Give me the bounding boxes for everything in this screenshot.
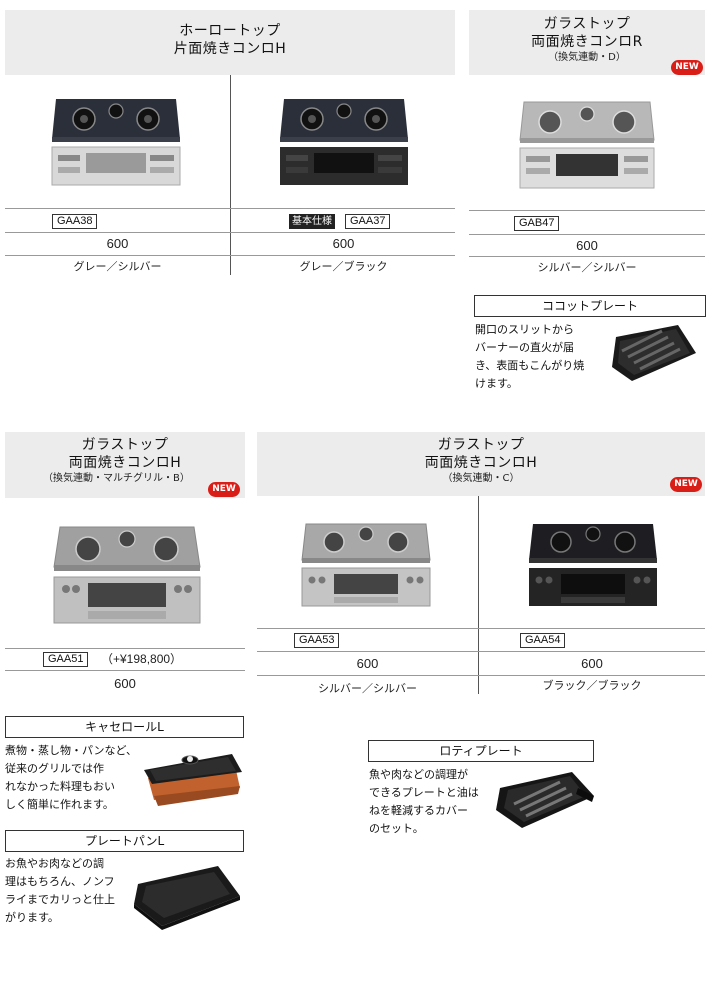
standard-spec-badge: 基本仕様	[289, 214, 335, 229]
model-code-gaa37: GAA37	[345, 214, 391, 229]
enamel-row-line-2	[5, 232, 455, 233]
plate-pan-desc-line: ライまでカリっと仕上	[5, 893, 115, 906]
model-code-gab47: GAB47	[514, 216, 560, 231]
stove-image-gaa53	[301, 523, 431, 607]
width-gaa53: 600	[356, 656, 379, 671]
plate-pan-title: プレートパンL	[5, 830, 244, 852]
glass-h-b-new-badge: NEW	[208, 482, 240, 497]
stove-image-gaa37	[280, 99, 408, 185]
casserole-title: キャセロールL	[5, 716, 244, 738]
plate-pan-description: お魚やお肉などの調 理はもちろん、ノンフ ライまでカリっと仕上 がります。	[5, 855, 135, 927]
enamel-title-line2: 片面焼きコンロH	[173, 41, 287, 57]
plate-pan-desc-line: 理はもちろん、ノンフ	[5, 875, 115, 888]
cocotte-plate-image	[612, 325, 696, 381]
width-gaa38: 600	[106, 236, 129, 251]
glass-h-b-title-line2: 両面焼きコンロH	[68, 455, 182, 471]
width-gab47: 600	[576, 238, 598, 253]
stove-image-gaa54	[529, 524, 657, 606]
roti-desc-line: 魚や肉などの調理が	[369, 768, 468, 781]
cocotte-desc-line: 開口のスリットから	[475, 323, 574, 336]
model-code-gaa53: GAA53	[294, 633, 340, 648]
glass-r-new-badge: NEW	[671, 60, 703, 75]
casserole-image	[144, 754, 242, 806]
roti-plate-image	[496, 772, 594, 828]
glass-h-b-header: ガラストップ 両面焼きコンロH （換気連動・マルチグリル・B）	[5, 432, 245, 498]
cocotte-desc-line: き、表面もこんがり焼	[475, 359, 585, 372]
cocotte-plate-title: ココットプレート	[474, 295, 706, 317]
enamel-header: ホーロートップ 片面焼きコンロH	[5, 10, 455, 75]
roti-desc-line: ねを軽減するカバー	[369, 804, 468, 817]
glass-h-c-divider	[478, 496, 479, 694]
roti-plate-title: ロティプレート	[368, 740, 594, 762]
color-gab47: シルバー／シルバー	[537, 261, 637, 274]
cocotte-desc-line: けます。	[475, 377, 518, 390]
glass-h-b-row-line-2	[5, 670, 245, 671]
glass-h-c-title-line2: 両面焼きコンロH	[424, 455, 538, 471]
glass-r-title-line2: 両面焼きコンロR	[531, 34, 643, 50]
cocotte-desc-line: バーナーの直火が届	[475, 341, 574, 354]
roti-desc-line: できるプレートと油は	[369, 786, 479, 799]
model-code-gaa51: GAA51	[43, 652, 89, 667]
enamel-row-line-1	[5, 208, 455, 209]
glass-h-b-subtitle: （換気連動・マルチグリル・B）	[43, 473, 190, 484]
glass-h-b-row-line-1	[5, 648, 245, 649]
plate-pan-desc-line: お魚やお肉などの調	[5, 857, 104, 870]
glass-r-header: ガラストップ 両面焼きコンロR （換気連動・D）	[469, 10, 705, 75]
cocotte-plate-description: 開口のスリットから バーナーの直火が届 き、表面もこんがり焼 けます。	[475, 321, 600, 393]
glass-h-c-row-line-3	[257, 675, 705, 676]
glass-r-subtitle: （換気連動・D）	[548, 52, 626, 63]
stove-image-gaa38	[51, 99, 181, 186]
color-gaa53: シルバー／シルバー	[318, 682, 417, 695]
glass-r-title-line1: ガラストップ	[543, 16, 631, 32]
glass-h-c-row-line-2	[257, 651, 705, 652]
width-gaa37: 600	[332, 236, 355, 251]
stove-image-gaa51	[53, 526, 201, 624]
glass-r-row-line-2	[469, 234, 705, 235]
glass-r-row-line-3	[469, 256, 705, 257]
color-gaa37: グレー／ブラック	[299, 260, 388, 273]
roti-desc-line: のセット。	[369, 822, 424, 835]
enamel-row-line-3	[5, 255, 455, 256]
casserole-desc-line: れなかった料理もおい	[5, 780, 115, 793]
glass-h-b-title-line1: ガラストップ	[81, 437, 169, 453]
glass-h-c-title-line1: ガラストップ	[437, 437, 525, 453]
width-gaa51: 600	[114, 676, 136, 691]
width-gaa54: 600	[581, 656, 603, 671]
enamel-title-line1: ホーロートップ	[179, 23, 281, 39]
casserole-desc-line: 従来のグリルでは作	[5, 762, 104, 775]
model-code-gaa54: GAA54	[520, 633, 566, 648]
color-gaa54: ブラック／ブラック	[542, 679, 642, 692]
stove-image-gab47	[519, 101, 655, 189]
model-code-gaa38: GAA38	[52, 214, 98, 229]
casserole-desc-line: しく簡単に作れます。	[5, 798, 114, 811]
roti-plate-description: 魚や肉などの調理が できるプレートと油は ねを軽減するカバー のセット。	[369, 766, 494, 838]
price-option-gaa51: （+¥198,800）	[101, 652, 183, 666]
glass-r-row-line-1	[469, 210, 705, 211]
glass-h-c-new-badge: NEW	[670, 477, 702, 492]
glass-h-c-header: ガラストップ 両面焼きコンロH （換気連動・C）	[257, 432, 705, 496]
plate-pan-desc-line: がります。	[5, 911, 59, 924]
plate-pan-image	[134, 866, 240, 930]
color-gaa38: グレー／シルバー	[73, 260, 162, 273]
casserole-description: 煮物・蒸し物・パンなど、 従来のグリルでは作 れなかった料理もおい しく簡単に作…	[5, 742, 140, 814]
enamel-divider	[230, 75, 231, 275]
glass-h-c-row-line-1	[257, 628, 705, 629]
casserole-desc-line: 煮物・蒸し物・パンなど、	[5, 744, 137, 757]
glass-h-c-subtitle: （換気連動・C）	[442, 473, 520, 484]
